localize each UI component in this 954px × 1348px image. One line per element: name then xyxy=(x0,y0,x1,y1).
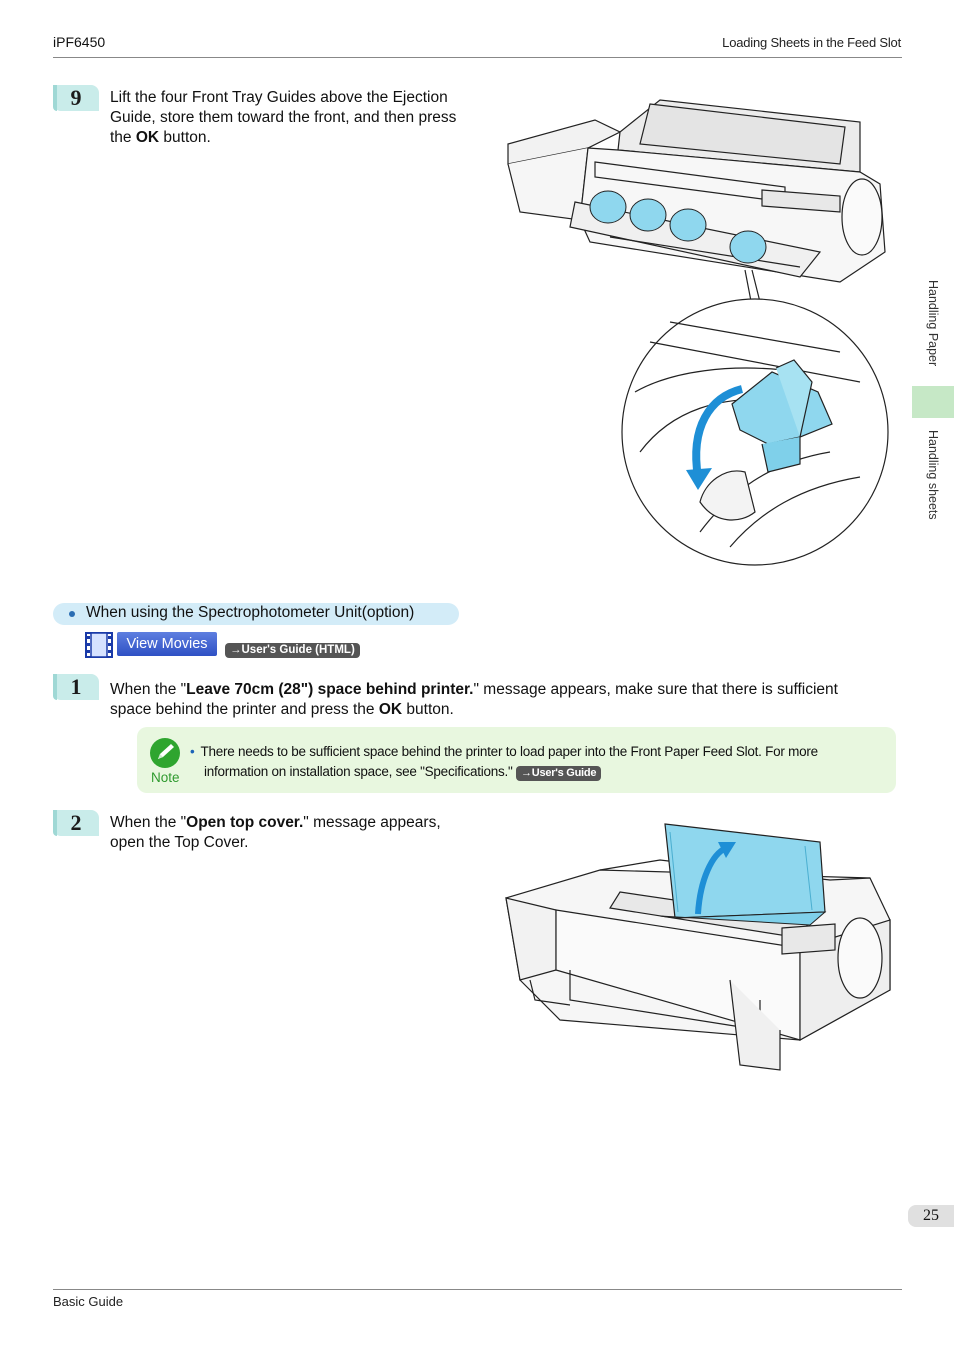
step-number-9: 9 xyxy=(53,85,99,111)
step-1-line2: space behind the printer and press the O… xyxy=(110,701,454,718)
step-2-line2: open the Top Cover. xyxy=(110,834,249,851)
note-line1: •There needs to be sufficient space behi… xyxy=(190,744,818,759)
note-bullet-icon: • xyxy=(190,744,195,759)
film-icon xyxy=(85,632,113,658)
step-9-line2: Guide, store them toward the front, and … xyxy=(110,109,457,126)
header-rule xyxy=(53,57,902,58)
page-number: 25 xyxy=(908,1205,954,1227)
step-1-line1: When the "Leave 70cm (28") space behind … xyxy=(110,681,838,698)
step-2-line1: When the "Open top cover." message appea… xyxy=(110,814,441,831)
footer-title: Basic Guide xyxy=(53,1294,124,1309)
header-model: iPF6450 xyxy=(53,34,106,50)
step-2-text: When the "Open top cover." message appea… xyxy=(110,813,490,853)
footer-rule xyxy=(53,1289,902,1290)
front-tray-guides-illustration xyxy=(507,99,889,566)
note-box xyxy=(137,727,896,793)
side-tab-marker xyxy=(912,386,954,418)
option-heading-text: When using the Spectrophotometer Unit(op… xyxy=(86,604,415,621)
header-section-title: Loading Sheets in the Feed Slot xyxy=(722,35,901,50)
option-heading: When using the Spectrophotometer Unit(op… xyxy=(53,603,459,625)
note-text: •There needs to be sufficient space behi… xyxy=(190,742,890,782)
step-number-2: 2 xyxy=(53,810,99,836)
note-line2: information on installation space, see "… xyxy=(190,762,890,782)
step-9-line3: the OK button. xyxy=(110,129,211,146)
view-movies-button[interactable]: View Movies xyxy=(117,632,217,656)
side-tab-handling-paper[interactable]: Handling Paper xyxy=(926,280,940,367)
users-guide-html-link[interactable]: →User's Guide (HTML) xyxy=(225,643,360,658)
note-label: Note xyxy=(151,770,180,785)
step-9-line1: Lift the four Front Tray Guides above th… xyxy=(110,89,448,106)
open-top-cover-illustration xyxy=(505,823,891,1071)
step-9-text: Lift the four Front Tray Guides above th… xyxy=(110,88,500,148)
step-number-1: 1 xyxy=(53,674,99,700)
users-guide-link[interactable]: →User's Guide xyxy=(516,766,602,781)
bullet-icon xyxy=(69,611,75,617)
side-tab-handling-sheets[interactable]: Handling sheets xyxy=(926,430,940,520)
note-pencil-icon xyxy=(150,738,180,768)
step-1-text: When the "Leave 70cm (28") space behind … xyxy=(110,680,910,720)
